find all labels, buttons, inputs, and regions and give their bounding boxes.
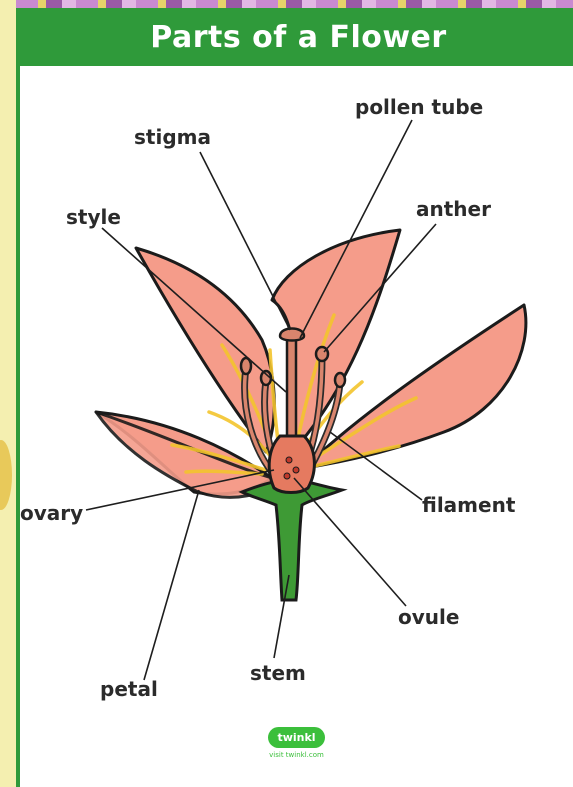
twinkl-logo[interactable]: twinkl visit twinkl.com: [20, 726, 573, 759]
poster: Parts of a Flower: [16, 8, 573, 787]
label-stigma: stigma: [134, 125, 211, 149]
label-pollen-tube: pollen tube: [355, 95, 483, 119]
stem-shape: [242, 480, 342, 600]
label-ovule: ovule: [398, 605, 459, 629]
label-anther: anther: [416, 197, 491, 221]
ovary-shape: [269, 436, 314, 493]
label-petal: petal: [100, 677, 158, 701]
petal-back-left: [136, 248, 274, 452]
label-filament: filament: [422, 493, 516, 517]
label-stem: stem: [250, 661, 306, 685]
style-shape: [287, 338, 296, 440]
left-border-decoration: [0, 440, 12, 510]
left-border-strip: [0, 0, 16, 787]
stigma-shape: [280, 329, 304, 341]
logo-url[interactable]: visit twinkl.com: [20, 751, 573, 759]
label-ovary: ovary: [20, 501, 83, 525]
flower-diagram: pollen tube stigma anther style filament…: [20, 8, 573, 787]
top-decorative-pattern: [16, 0, 573, 8]
label-style: style: [66, 205, 121, 229]
twinkl-logo-icon: twinkl: [268, 727, 324, 748]
